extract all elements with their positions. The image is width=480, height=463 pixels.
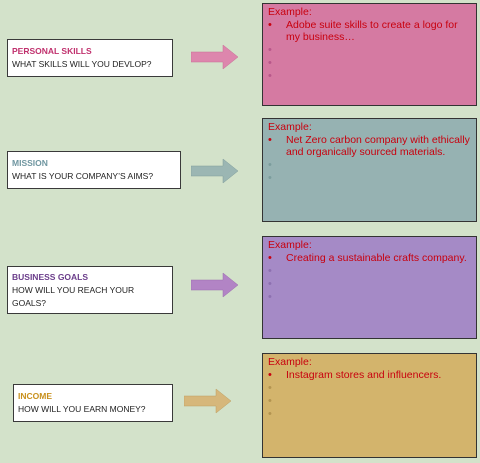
personal-skills-example-heading: Example:: [268, 6, 312, 18]
income-example-heading: Example:: [268, 356, 312, 368]
business-goals-example-box: Example: Creating a sustainable crafts c…: [262, 236, 477, 339]
personal-skills-box: PERSONAL SKILLS WHAT SKILLS WILL YOU DEV…: [7, 39, 173, 77]
personal-skills-title: PERSONAL SKILLS: [12, 46, 92, 56]
mission-example-list: Net Zero carbon company with ethically a…: [268, 134, 471, 185]
business-goals-question-line-1: HOW WILL YOU REACH YOUR: [12, 284, 135, 295]
list-item: [268, 278, 471, 291]
list-item: Net Zero carbon company with ethically a…: [268, 134, 471, 159]
income-example-list: Instagram stores and influencers.: [268, 369, 471, 421]
business-goals-title: BUSINESS GOALS: [12, 271, 89, 282]
list-item: [268, 395, 471, 408]
business-goals-example-list: Creating a sustainable crafts company.: [268, 252, 471, 304]
list-item: [268, 70, 471, 83]
mission-example-heading: Example:: [268, 121, 312, 133]
list-item: [268, 159, 471, 172]
arrow-right-icon: [191, 158, 239, 184]
arrow-right-icon: [191, 44, 239, 70]
income-box: INCOME HOW WILL YOU EARN MONEY?: [13, 384, 173, 422]
personal-skills-question: WHAT SKILLS WILL YOU DEVLOP?: [12, 59, 152, 69]
list-item: [268, 382, 471, 395]
list-item: [268, 44, 471, 57]
income-example-box: Example: Instagram stores and influencer…: [262, 353, 477, 458]
list-item: [268, 57, 471, 70]
mission-box: MISSION WHAT IS YOUR COMPANY’S AIMS?: [7, 151, 181, 189]
mission-example-box: Example: Net Zero carbon company with et…: [262, 118, 477, 222]
arrow-right-icon: [184, 388, 232, 414]
mission-question: WHAT IS YOUR COMPANY’S AIMS?: [12, 171, 154, 181]
personal-skills-example-box: Example: Adobe suite skills to create a …: [262, 3, 477, 106]
list-item: [268, 172, 471, 185]
income-title: INCOME: [18, 391, 52, 401]
personal-skills-example-list: Adobe suite skills to create a logo for …: [268, 19, 471, 83]
arrow-right-icon: [191, 272, 239, 298]
list-item: [268, 265, 471, 278]
business-goals-box: BUSINESS GOALS HOW WILL YOU REACH YOUR G…: [7, 266, 173, 314]
list-item: Creating a sustainable crafts company.: [268, 252, 471, 265]
business-goals-example-heading: Example:: [268, 239, 312, 251]
list-item: [268, 408, 471, 421]
list-item: Adobe suite skills to create a logo for …: [268, 19, 471, 44]
list-item: Instagram stores and influencers.: [268, 369, 471, 382]
list-item: [268, 291, 471, 304]
mission-title: MISSION: [12, 158, 48, 168]
business-goals-question-line-2: GOALS?: [12, 297, 47, 308]
income-question: HOW WILL YOU EARN MONEY?: [18, 404, 146, 414]
